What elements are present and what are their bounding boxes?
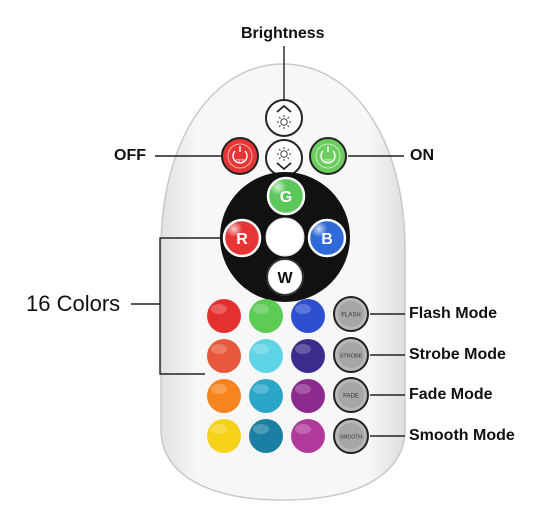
color-swatch-button[interactable] [249,299,283,333]
swatch-highlight [295,304,311,314]
swatch-highlight [253,424,269,434]
fade-button-label: FADE [343,394,359,400]
on-button-label: ON [325,158,332,163]
swatch-highlight [253,344,269,354]
flash-mode-callout: Flash Mode [409,305,498,322]
off-button-label: OFF [236,158,245,163]
color-swatch-button[interactable] [207,419,241,453]
green-button[interactable]: G [266,176,306,216]
strobe-mode-button[interactable]: STROBE [333,337,369,373]
blue-button[interactable]: B [307,218,347,258]
color-swatch-button[interactable] [249,379,283,413]
swatch-highlight [295,384,311,394]
red-button[interactable]: R [222,218,262,258]
fade-mode-callout: Fade Mode [409,386,493,403]
swatch-highlight [295,424,311,434]
off-callout: OFF [114,147,146,164]
color-swatch-grid [207,299,325,453]
colors-callout: 16 Colors [26,291,121,316]
power-icon [232,146,248,164]
color-swatch-button[interactable] [207,299,241,333]
sun-icon [277,115,291,129]
green-button-label: G [280,189,292,206]
blue-button-label: B [321,231,333,248]
color-swatch-button[interactable] [249,419,283,453]
smooth-mode-button[interactable]: SMOOTH [333,418,369,454]
color-swatch-button[interactable] [291,379,325,413]
color-swatch-button[interactable] [291,299,325,333]
color-swatch-button[interactable] [291,419,325,453]
flash-mode-button[interactable]: FLASH [333,296,369,332]
strobe-mode-callout: Strobe Mode [409,346,506,363]
color-swatch-button[interactable] [207,379,241,413]
flash-button-label: FLASH [341,313,360,319]
sun-icon [277,147,291,161]
swatch-highlight [211,424,227,434]
on-button[interactable]: ON [309,137,347,175]
brightness-down-button[interactable] [265,139,303,177]
smooth-button-label: SMOOTH [340,435,362,441]
chevron-down-icon [276,162,292,171]
swatch-highlight [211,344,227,354]
white-button-label: W [277,270,293,287]
white-button[interactable]: W [266,258,304,296]
fade-mode-button[interactable]: FADE [333,377,369,413]
brightness-up-button[interactable] [265,99,303,137]
red-button-label: R [236,231,248,248]
color-swatch-button[interactable] [207,339,241,373]
on-callout: ON [410,147,434,164]
white-center-button[interactable] [265,217,305,257]
smooth-mode-callout: Smooth Mode [409,427,515,444]
swatch-highlight [211,304,227,314]
color-swatch-button[interactable] [249,339,283,373]
power-icon [320,146,336,164]
strobe-button-label: STROBE [340,354,363,360]
swatch-highlight [211,384,227,394]
swatch-highlight [253,384,269,394]
swatch-highlight [253,304,269,314]
off-button[interactable]: OFF [221,137,259,175]
brightness-callout: Brightness [241,25,325,42]
chevron-up-icon [276,104,292,113]
swatch-highlight [295,344,311,354]
leader-lines [131,46,405,437]
color-swatch-button[interactable] [291,339,325,373]
